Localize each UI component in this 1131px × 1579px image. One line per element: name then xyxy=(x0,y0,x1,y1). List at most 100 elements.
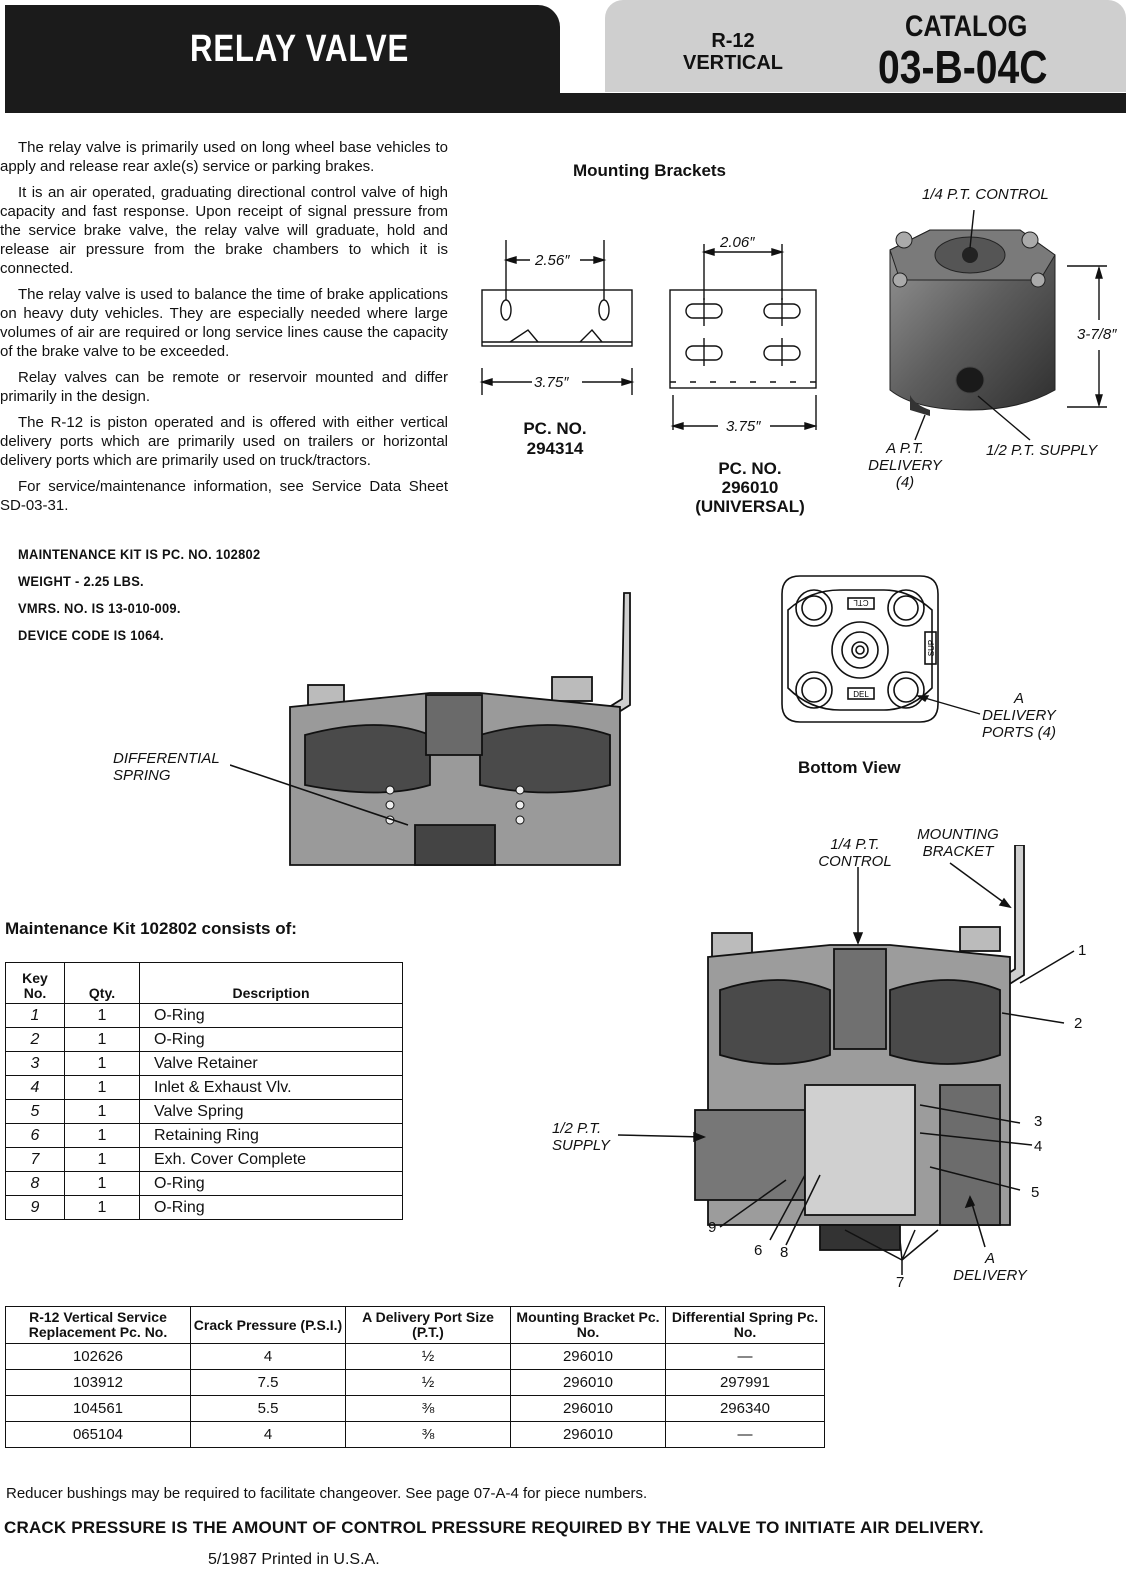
callout-number-4: 4 xyxy=(1034,1138,1043,1155)
section-bracket-line: BRACKET xyxy=(922,843,994,860)
kit-description: O-Ring xyxy=(139,1171,403,1196)
repl-spring-pc-no: 297991 xyxy=(665,1369,825,1396)
repl-port-size: ½ xyxy=(345,1369,511,1396)
delivery-ports-line: DELIVERY xyxy=(982,707,1056,724)
kit-description: O-Ring xyxy=(139,1003,403,1028)
photo-control-label: 1/4 P.T. CONTROL xyxy=(922,186,1049,203)
repl-col-mounting-bracket: Mounting Bracket Pc. No. xyxy=(510,1306,666,1344)
model-block: R-12 VERTICAL xyxy=(668,30,798,74)
relay-valve-photo xyxy=(889,210,1107,441)
kit-qty: 1 xyxy=(64,1099,140,1124)
repl-pc-no: 065104 xyxy=(5,1421,191,1448)
kit-qty: 1 xyxy=(64,1075,140,1100)
intro-paragraph: It is an air operated, graduating direct… xyxy=(0,184,448,277)
spec-weight: WEIGHT - 2.25 LBS. xyxy=(18,573,144,589)
kit-header-row: Key No. Qty. Description xyxy=(5,962,403,1004)
kit-key-no: 6 xyxy=(5,1123,65,1148)
page-title: RELAY VALVE xyxy=(190,28,410,70)
section-bracket-line: MOUNTING xyxy=(917,826,999,843)
repl-crack-pressure: 5.5 xyxy=(190,1395,346,1422)
kit-col-qty: Qty. xyxy=(64,962,140,1004)
catalog-label: CATALOG xyxy=(905,10,1028,43)
section-control-label: 1/4 P.T. CONTROL xyxy=(816,836,894,870)
kit-qty: 1 xyxy=(64,1171,140,1196)
kit-col-key-no: Key No. xyxy=(5,962,65,1004)
callout-number-6: 6 xyxy=(754,1242,763,1259)
bracket-a-part-number: PC. NO. 294314 xyxy=(519,419,591,459)
spec-maintenance-kit: MAINTENANCE KIT IS PC. NO. 102802 xyxy=(18,546,261,562)
section-control-line: CONTROL xyxy=(818,853,892,870)
repl-col-differential-spring: Differential Spring Pc. No. xyxy=(665,1306,825,1344)
callout-number-3: 3 xyxy=(1034,1113,1043,1130)
kit-qty: 1 xyxy=(64,1003,140,1028)
differential-spring-section xyxy=(230,592,631,866)
repl-col-delivery-port-size: A Delivery Port Size (P.T.) xyxy=(345,1306,511,1344)
bracket-drawings xyxy=(479,240,817,430)
section-supply-line: 1/2 P.T. xyxy=(552,1120,602,1137)
kit-key-no: 2 xyxy=(5,1027,65,1052)
bracket-b-pc-label: PC. NO. xyxy=(718,459,782,478)
kit-heading: Maintenance Kit 102802 consists of: xyxy=(5,919,297,938)
kit-qty: 1 xyxy=(64,1051,140,1076)
section-delivery-line: DELIVERY xyxy=(953,1267,1027,1284)
intro-paragraph: The relay valve is primarily used on lon… xyxy=(0,139,448,175)
spec-device-code: DEVICE CODE IS 1064. xyxy=(18,627,164,643)
callout-number-2: 2 xyxy=(1074,1015,1083,1032)
repl-pc-no: 102626 xyxy=(5,1343,191,1370)
intro-paragraph: The R-12 is piston operated and is offer… xyxy=(0,414,448,469)
kit-qty: 1 xyxy=(64,1027,140,1052)
kit-key-no: 5 xyxy=(5,1099,65,1124)
repl-port-size: ½ xyxy=(345,1343,511,1370)
repl-bracket-pc-no: 296010 xyxy=(510,1421,666,1448)
bottom-view-ctl-stamp: CTL xyxy=(853,598,869,607)
kit-description: Valve Spring xyxy=(139,1099,403,1124)
repl-crack-pressure: 4 xyxy=(190,1421,346,1448)
intro-text: The relay valve is primarily used on lon… xyxy=(0,138,448,522)
differential-spring-line: SPRING xyxy=(113,767,171,784)
section-control-line: 1/4 P.T. xyxy=(830,836,880,853)
repl-spring-pc-no: — xyxy=(665,1343,825,1370)
section-delivery-label: A DELIVERY xyxy=(950,1250,1030,1284)
repl-pc-no: 103912 xyxy=(5,1369,191,1396)
relay-valve-cross-section xyxy=(617,845,1075,1275)
repl-pc-no: 104561 xyxy=(5,1395,191,1422)
delivery-ports-line: A xyxy=(1013,690,1024,707)
kit-key-no: 8 xyxy=(5,1171,65,1196)
repl-port-size: ⅜ xyxy=(345,1421,511,1448)
header-catalog-tab xyxy=(605,0,1126,92)
spec-vmrs: VMRS. NO. IS 13-010-009. xyxy=(18,600,181,616)
catalog-number: 03-B-04C xyxy=(878,41,1048,93)
intro-paragraph: Relay valves can be remote or reservoir … xyxy=(0,369,448,405)
bracket-b-width-bottom: 3.75″ xyxy=(726,418,761,435)
bottom-view-title: Bottom View xyxy=(798,758,901,777)
photo-height-label: 3-7/8″ xyxy=(1077,326,1117,343)
intro-paragraph: For service/maintenance information, see… xyxy=(0,478,448,514)
kit-key-no: 1 xyxy=(5,1003,65,1028)
callout-number-7: 7 xyxy=(896,1274,905,1291)
photo-delivery-line: (4) xyxy=(895,474,915,491)
repl-bracket-pc-no: 296010 xyxy=(510,1369,666,1396)
section-supply-label: 1/2 P.T. SUPPLY xyxy=(552,1120,610,1154)
callout-number-8: 8 xyxy=(780,1244,789,1261)
bracket-b-part-number: PC. NO. 296010 (UNIVERSAL) xyxy=(686,459,814,516)
bracket-b-bottom-dimension xyxy=(670,422,818,430)
bottom-view-drawing: CTL DEL SUP xyxy=(781,575,981,723)
repl-bracket-pc-no: 296010 xyxy=(510,1343,666,1370)
bottom-view-sup-stamp: SUP xyxy=(927,640,936,656)
kit-col-description: Description xyxy=(139,962,403,1004)
kit-key-no: 7 xyxy=(5,1147,65,1172)
differential-spring-line: DIFFERENTIAL xyxy=(113,750,220,767)
callout-number-1: 1 xyxy=(1078,942,1087,959)
repl-spring-pc-no: — xyxy=(665,1421,825,1448)
kit-description: Exh. Cover Complete xyxy=(139,1147,403,1172)
repl-bracket-pc-no: 296010 xyxy=(510,1395,666,1422)
